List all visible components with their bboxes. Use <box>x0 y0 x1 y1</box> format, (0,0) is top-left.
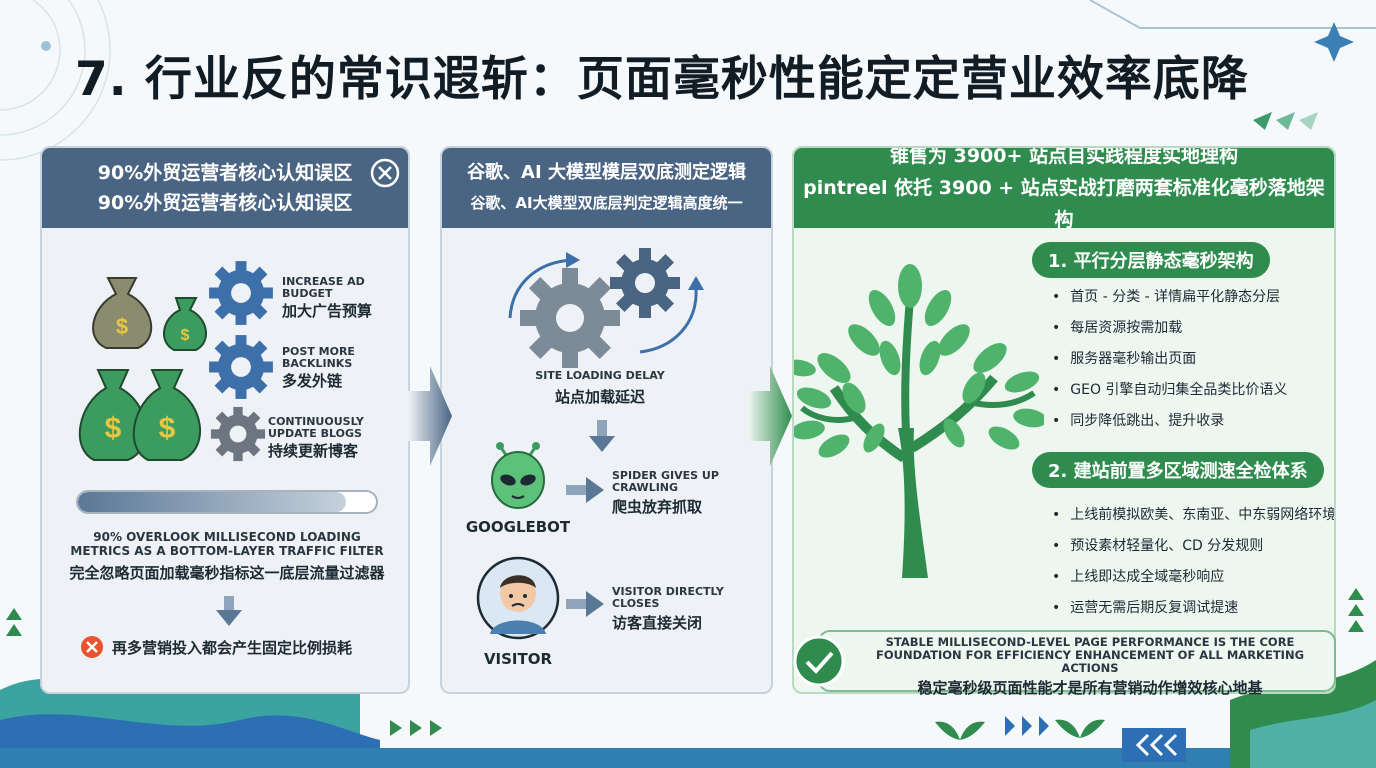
page-title: 7. 行业反的常识遐斩：页面毫秒性能定定营业效率底降 <box>75 52 1249 107</box>
list-item: 上线前模拟欧美、东南亚、中东弱网络环境测速 <box>1052 500 1334 531</box>
progress-fill <box>78 492 347 512</box>
judgment-logic-panel-header: 谷歌、AI 大模型模层双底测定逻辑 谷歌、AI大模型双底层判定逻辑高度统一 <box>442 148 771 228</box>
visitor-en: VISITOR DIRECTLY CLOSES <box>612 585 724 610</box>
tree-icon <box>794 264 1044 578</box>
foundation-summary: STABLE MILLISECOND-LEVEL PAGE PERFORMANC… <box>793 630 1336 697</box>
gear-icon <box>210 406 266 462</box>
spider-en: SPIDER GIVES UP CRAWLING <box>612 469 719 494</box>
misconception-panel-header: 90%外贸运营者核心认知误区 90%外贸运营者核心认知误区 <box>42 148 408 228</box>
section1-title: 1. 平行分层静态毫秒架构 <box>1032 242 1270 278</box>
item-zh: 多发外链 <box>282 372 343 390</box>
svg-text:$: $ <box>159 412 176 445</box>
delay-zh: 站点加载延迟 <box>554 388 645 406</box>
arrow-down-icon <box>589 420 615 452</box>
arrow-right-icon <box>566 591 604 617</box>
item-ad-budget: INCREASE AD BUDGET 加大广告预算 <box>282 276 402 321</box>
chevron-right-icon <box>408 366 452 466</box>
conclusion-row: 再多营销投入都会产生固定比例损耗 <box>80 634 400 660</box>
list-item: 运营无需后期反复调试提速 <box>1052 593 1334 624</box>
header-line-2: pintreel 依托 3900 + 站点实战打磨两套标准化毫秒落地架构 <box>803 177 1325 231</box>
list-item: 预设素材轻量化、CD 分发规则 <box>1052 531 1334 562</box>
list-item: 首页 - 分类 - 详情扁平化静态分层 <box>1052 282 1287 313</box>
list-item: 上线即达成全域毫秒响应 <box>1052 562 1334 593</box>
metric-en: 90% OVERLOOK MILLISECOND LOADING METRICS… <box>70 530 384 558</box>
visitor-avatar-icon <box>476 556 560 640</box>
list-item: 每居资源按需加载 <box>1052 313 1287 344</box>
arrow-right-icon <box>566 477 604 503</box>
section1-list: 首页 - 分类 - 详情扁平化静态分层 每居资源按需加载 服务器毫秒输出页面 G… <box>1052 282 1287 437</box>
architecture-panel-header: 锥售为 3900+ 站点目实践程度实地理构 pintreel 依托 3900 +… <box>794 146 1334 231</box>
list-item: GEO 引擎自动归集全品类比价语义 <box>1052 375 1287 406</box>
arrow-down-icon <box>216 596 242 626</box>
metric-zh: 完全忽略页面加载毫秒指标这一底层流量过滤器 <box>69 564 385 582</box>
visitor-block: VISITOR DIRECTLY CLOSES 访客直接关闭 <box>612 585 771 633</box>
judgment-logic-panel: 谷歌、AI 大模型模层双底测定逻辑 谷歌、AI大模型双底层判定逻辑高度统一 SI… <box>440 146 773 694</box>
section2-list: 上线前模拟欧美、东南亚、中东弱网络环境测速 预设素材轻量化、CD 分发规则 上线… <box>1052 500 1334 624</box>
header-line-2: 90%外贸运营者核心认知误区 <box>97 192 353 214</box>
money-bags-icon: $ $ $ $ <box>78 277 207 461</box>
metric-block: 90% OVERLOOK MILLISECOND LOADING METRICS… <box>66 530 388 583</box>
alien-icon <box>491 442 545 509</box>
delay-block: SITE LOADING DELAY 站点加载延迟 <box>502 370 698 407</box>
footer-en: STABLE MILLISECOND-LEVEL PAGE PERFORMANC… <box>875 635 1305 675</box>
conclusion-text: 再多营销投入都会产生固定比例损耗 <box>112 638 353 657</box>
visitor-zh: 访客直接关闭 <box>612 614 703 632</box>
section2-title: 2. 建站前置多区域测速全检体系 <box>1032 452 1324 488</box>
svg-text:$: $ <box>105 412 122 445</box>
footer-zh: 稳定毫秒级页面性能才是所有营销动作增效核心地基 <box>917 679 1263 697</box>
item-backlinks: POST MORE BACKLINKS 多发外链 <box>282 346 402 391</box>
svg-text:$: $ <box>116 314 128 339</box>
spider-block: SPIDER GIVES UP CRAWLING 爬虫放弃抓取 <box>612 470 762 517</box>
gears-icon <box>508 248 704 368</box>
header-line-1: 90%外贸运营者核心认知误区 <box>97 162 353 184</box>
googlebot-label: GOOGLEBOT <box>465 518 571 536</box>
misconception-panel: 90%外贸运营者核心认知误区 90%外贸运营者核心认知误区 $ $ $ $ <box>40 146 410 694</box>
item-zh: 持续更新博客 <box>268 442 359 460</box>
item-en: CONTINUOUSLY UPDATE BLOGS <box>268 415 364 440</box>
item-en: INCREASE AD BUDGET <box>282 275 365 300</box>
chevron-right-icon <box>748 366 792 466</box>
list-item: 同步降低跳出、提升收录 <box>1052 406 1287 437</box>
item-blogs: CONTINUOUSLY UPDATE BLOGS 持续更新博客 <box>268 416 408 461</box>
gear-icon <box>209 261 273 325</box>
svg-text:$: $ <box>181 327 190 344</box>
header-line-1: 谷歌、AI 大模型模层双底测定逻辑 <box>467 162 746 183</box>
header-line-2: 谷歌、AI大模型双底层判定逻辑高度统一 <box>470 194 743 212</box>
circle-x-icon <box>370 158 400 188</box>
header-line-1: 锥售为 3900+ 站点目实践程度实地理构 <box>889 146 1239 167</box>
delay-en: SITE LOADING DELAY <box>535 369 665 382</box>
foundation-text: STABLE MILLISECOND-LEVEL PAGE PERFORMANC… <box>850 636 1330 698</box>
visitor-label: VISITOR <box>483 650 553 668</box>
check-circle-icon <box>793 635 845 687</box>
item-zh: 加大广告预算 <box>282 302 373 320</box>
gear-icon <box>209 335 273 399</box>
progress-bar <box>76 490 378 514</box>
spider-zh: 爬虫放弃抓取 <box>612 498 703 516</box>
x-circle-icon <box>81 636 103 658</box>
list-item: 服务器毫秒输出页面 <box>1052 344 1287 375</box>
architecture-panel: 锥售为 3900+ 站点目实践程度实地理构 pintreel 依托 3900 +… <box>792 146 1336 694</box>
item-en: POST MORE BACKLINKS <box>282 345 355 370</box>
